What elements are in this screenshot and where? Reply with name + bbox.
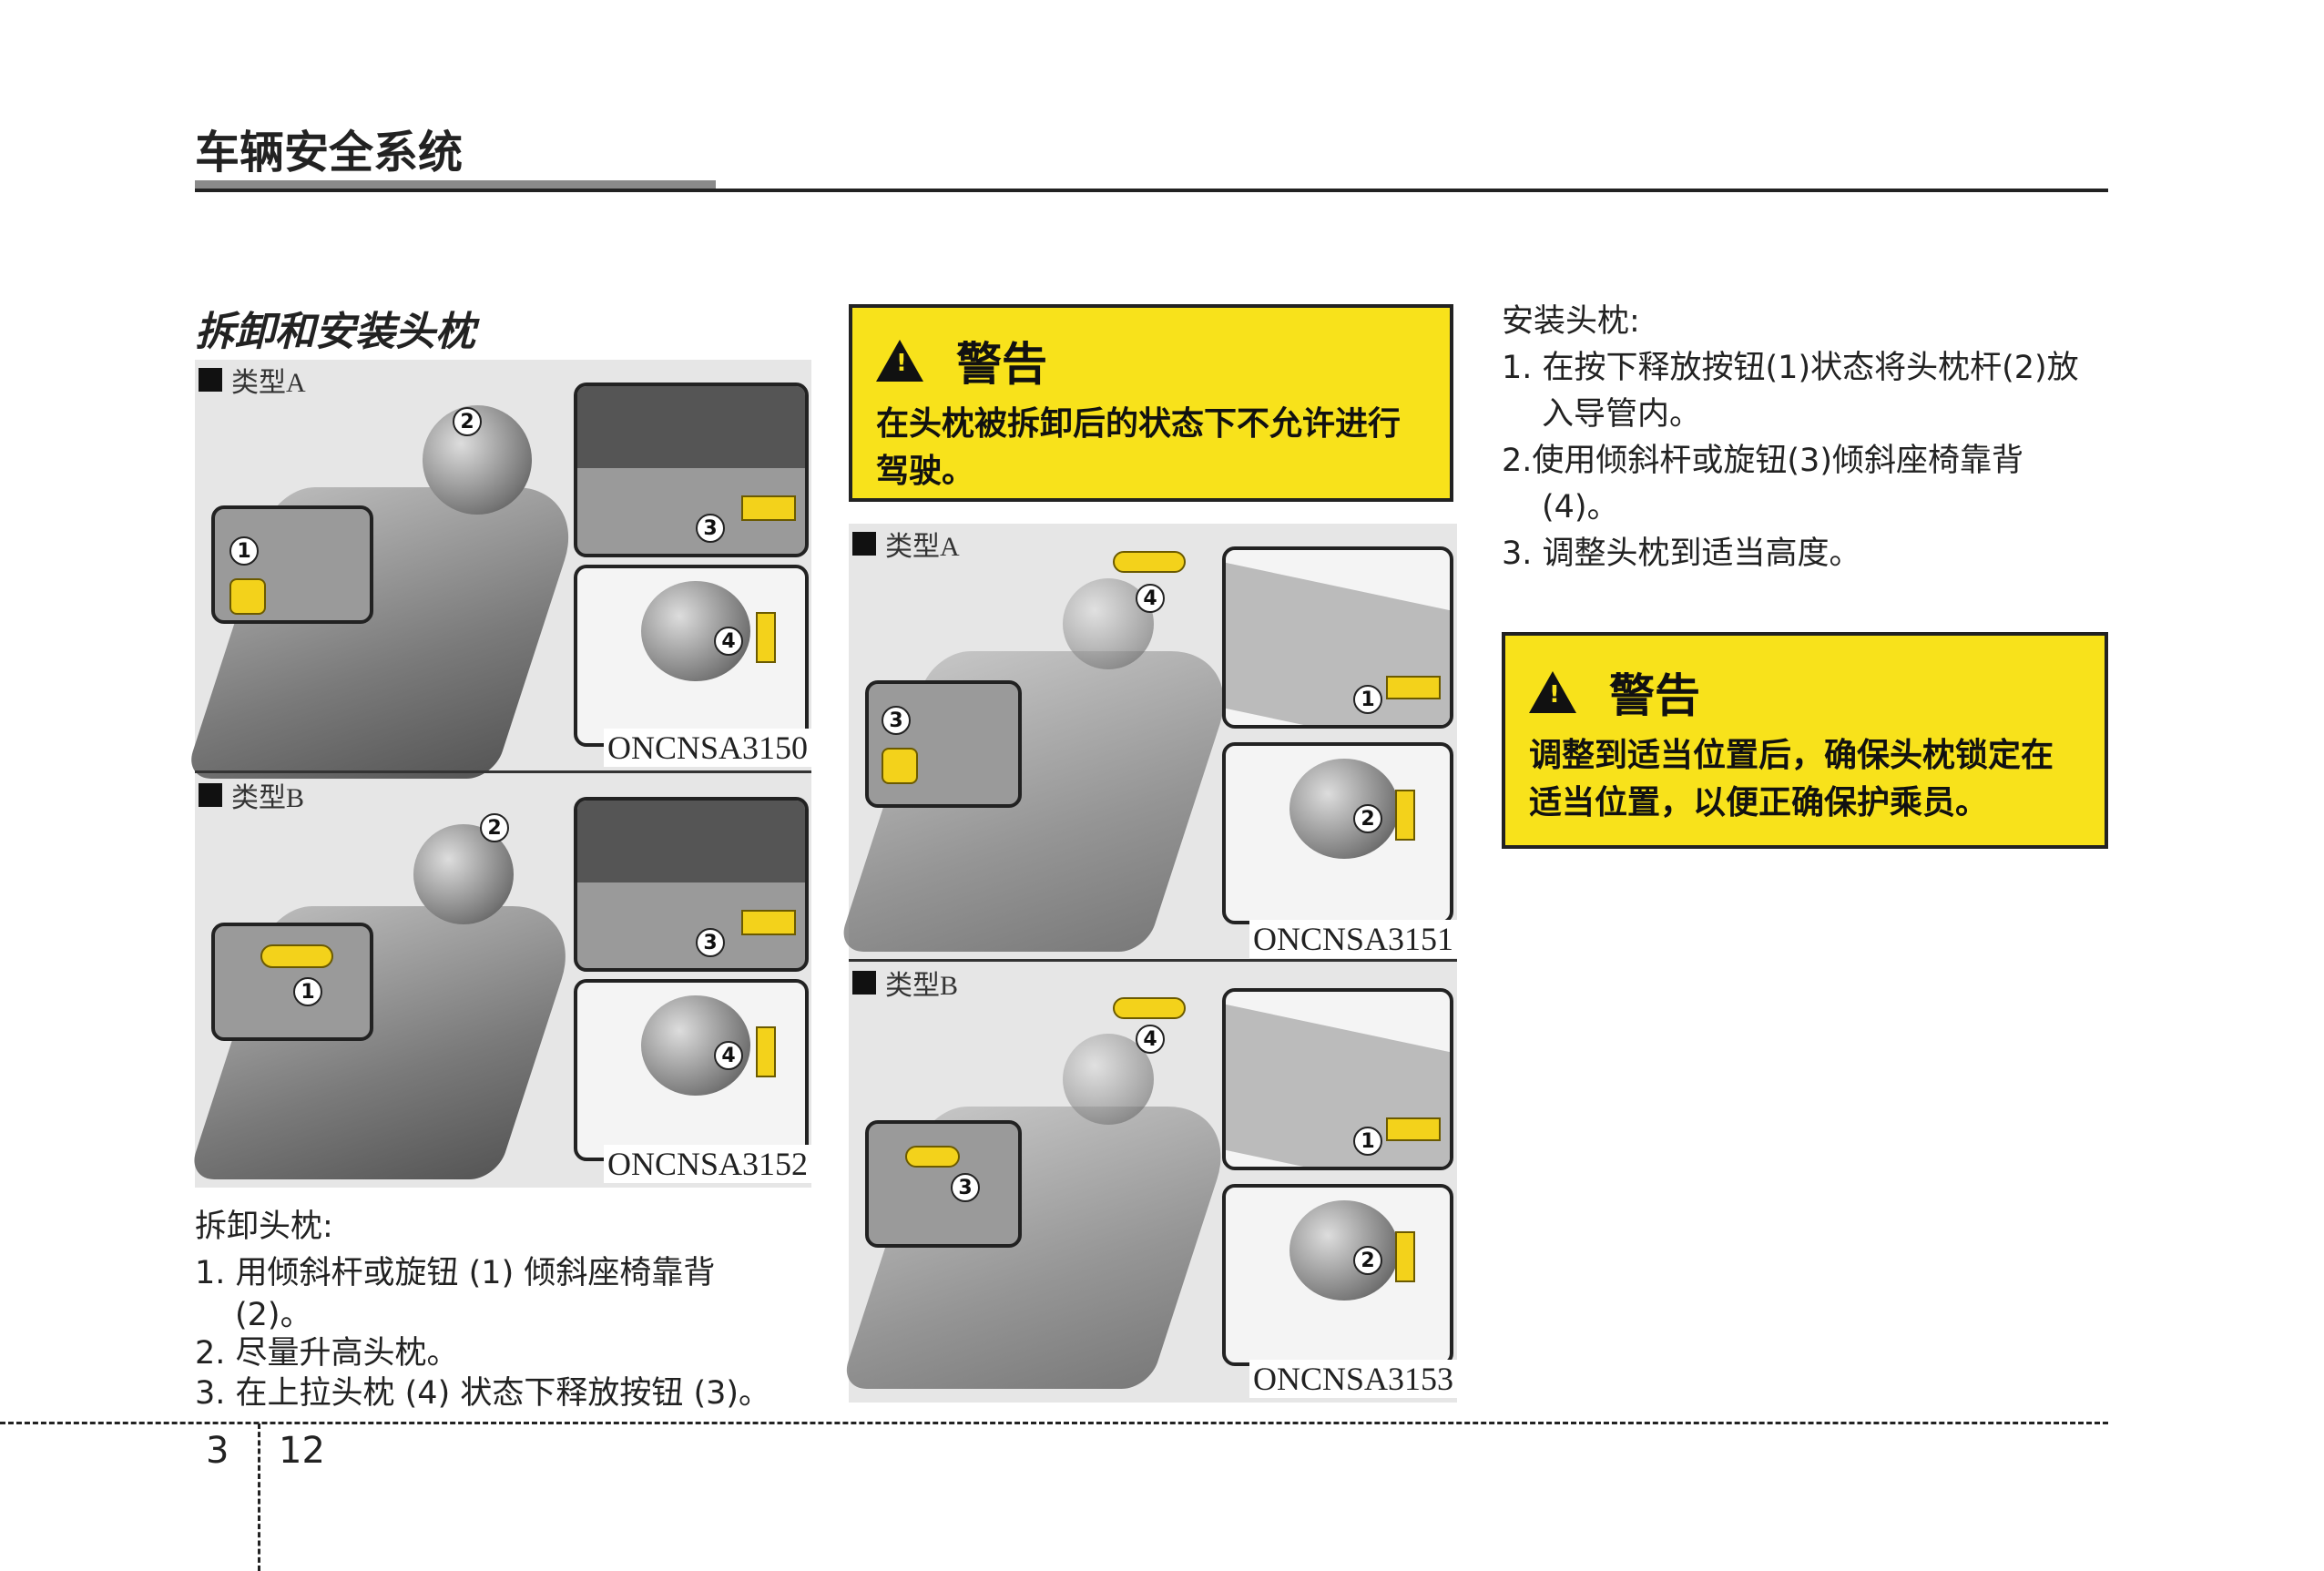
left-figure: 类型A 2 1 3 4 ONCNSA3150 类型B 2 1 3 4 ONCNS… — [184, 360, 811, 1188]
yellow-arrow-icon — [260, 944, 333, 968]
callout-4: 4 — [1136, 1025, 1165, 1054]
removal-step: 3. 在上拉头枕 (4) 状态下释放按钮 (3)。 — [195, 1375, 771, 1412]
yellow-arrow-icon — [905, 1146, 960, 1168]
square-bullet-icon — [852, 532, 876, 556]
yellow-arrow-icon — [882, 748, 918, 784]
section-title: 拆卸和安装头枕 — [195, 309, 475, 355]
callout-4: 4 — [1136, 584, 1165, 613]
chapter-title-bar — [195, 180, 716, 190]
figure-code: ONCNSA3150 — [603, 729, 811, 767]
type-a-label: 类型A — [852, 524, 960, 564]
headrest-up-inset: 4 — [574, 979, 809, 1161]
callout-2: 2 — [1353, 804, 1382, 833]
figure-separator — [195, 770, 811, 773]
install-heading: 安装头枕: — [1502, 303, 1640, 340]
callout-1: 1 — [293, 977, 322, 1006]
button-inset: 3 — [574, 797, 809, 972]
headrest-down-inset: 2 — [1222, 742, 1453, 924]
install-step-cont: 入导管内。 — [1542, 396, 1702, 433]
callout-2: 2 — [1353, 1246, 1382, 1275]
headrest-up-inset: 4 — [574, 565, 809, 747]
footer-dashed-divider — [258, 1423, 260, 1571]
removal-step: 2. 尽量升高头枕。 — [195, 1335, 459, 1372]
figure-code: ONCNSA3151 — [1249, 920, 1457, 958]
yellow-arrow-icon — [1113, 551, 1186, 573]
warning-title: 警告 — [956, 338, 1047, 391]
callout-2: 2 — [453, 407, 482, 436]
knob-inset: 3 — [865, 1120, 1022, 1248]
install-step-cont: (4)。 — [1542, 489, 1619, 525]
yellow-arrow-icon — [229, 578, 266, 615]
warning-triangle-icon: ! — [876, 340, 923, 382]
warning-box: ! 警告 在头枕被拆卸后的状态下不允许进行驾驶。 — [849, 304, 1453, 502]
callout-3: 3 — [882, 706, 911, 735]
removal-step: 1. 用倾斜杆或旋钮 (1) 倾斜座椅靠背 — [195, 1255, 716, 1291]
callout-1: 1 — [1353, 1127, 1382, 1156]
figure-separator — [849, 959, 1457, 962]
type-a-text: 类型A — [231, 368, 306, 398]
yellow-arrow-icon — [741, 495, 796, 521]
warning-box: ! 警告 调整到适当位置后，确保头枕锁定在适当位置，以便正确保护乘员。 — [1502, 632, 2108, 849]
removal-heading: 拆卸头枕: — [195, 1209, 333, 1245]
yellow-arrow-icon — [741, 910, 796, 935]
removal-step-cont: (2)。 — [235, 1297, 312, 1333]
warning-triangle-icon: ! — [1529, 671, 1576, 713]
yellow-arrow-icon — [756, 612, 776, 663]
button-inset: 1 — [1222, 988, 1453, 1170]
headrest-down-inset: 2 — [1222, 1184, 1453, 1366]
install-step: 2.使用倾斜杆或旋钮(3)倾斜座椅靠背 — [1502, 443, 2023, 479]
yellow-arrow-icon — [1395, 790, 1415, 841]
button-inset: 1 — [1222, 546, 1453, 729]
callout-4: 4 — [714, 627, 743, 656]
warning-text: 在头枕被拆卸后的状态下不允许进行驾驶。 — [876, 405, 1402, 490]
callout-1: 1 — [229, 536, 259, 566]
callout-3: 3 — [951, 1173, 980, 1202]
header-rule — [195, 189, 2108, 192]
type-a-label: 类型A — [199, 360, 306, 400]
square-bullet-icon — [199, 368, 222, 392]
chapter-title: 车辆安全系统 — [195, 127, 464, 179]
lever-inset: 1 — [211, 505, 373, 624]
install-step: 3. 调整头枕到适当高度。 — [1502, 536, 1861, 572]
callout-3: 3 — [696, 514, 725, 543]
install-instructions: 安装头枕: 1. 在按下释放按钮(1)状态将头枕杆(2)放 入导管内。 2.使用… — [1502, 299, 2108, 577]
warning-text: 调整到适当位置后，确保头枕锁定在适当位置，以便正确保护乘员。 — [1529, 737, 2054, 821]
yellow-arrow-icon — [1386, 1117, 1441, 1141]
yellow-arrow-icon — [756, 1026, 776, 1077]
callout-1: 1 — [1353, 685, 1382, 714]
install-step: 1. 在按下释放按钮(1)状态将头枕杆(2)放 — [1502, 350, 2079, 386]
square-bullet-icon — [199, 783, 222, 807]
removal-instructions: 拆卸头枕: 1. 用倾斜杆或旋钮 (1) 倾斜座椅靠背 (2)。 2. 尽量升高… — [195, 1204, 811, 1413]
figure-code: ONCNSA3152 — [603, 1145, 811, 1183]
footer-dashed-rule — [0, 1422, 2108, 1424]
callout-2: 2 — [480, 813, 509, 842]
callout-3: 3 — [696, 928, 725, 957]
page-number: 12 — [279, 1430, 325, 1472]
yellow-arrow-icon — [1113, 997, 1186, 1019]
lever-inset: 3 — [865, 680, 1022, 808]
button-inset: 3 — [574, 383, 809, 557]
square-bullet-icon — [852, 971, 876, 995]
middle-figure: 类型A 4 3 1 2 ONCNSA3151 类型B 4 3 1 2 ONCNS… — [836, 524, 1457, 1403]
chapter-number: 3 — [206, 1430, 229, 1472]
type-b-text: 类型B — [231, 783, 305, 813]
yellow-arrow-icon — [1395, 1231, 1415, 1282]
type-a-text: 类型A — [885, 532, 960, 562]
type-b-label: 类型B — [852, 963, 958, 1003]
figure-code: ONCNSA3153 — [1249, 1360, 1457, 1398]
knob-inset: 1 — [211, 923, 373, 1041]
type-b-text: 类型B — [885, 971, 959, 1001]
type-b-label: 类型B — [199, 775, 304, 815]
callout-4: 4 — [714, 1041, 743, 1070]
yellow-arrow-icon — [1386, 676, 1441, 699]
warning-title: 警告 — [1609, 669, 1700, 722]
